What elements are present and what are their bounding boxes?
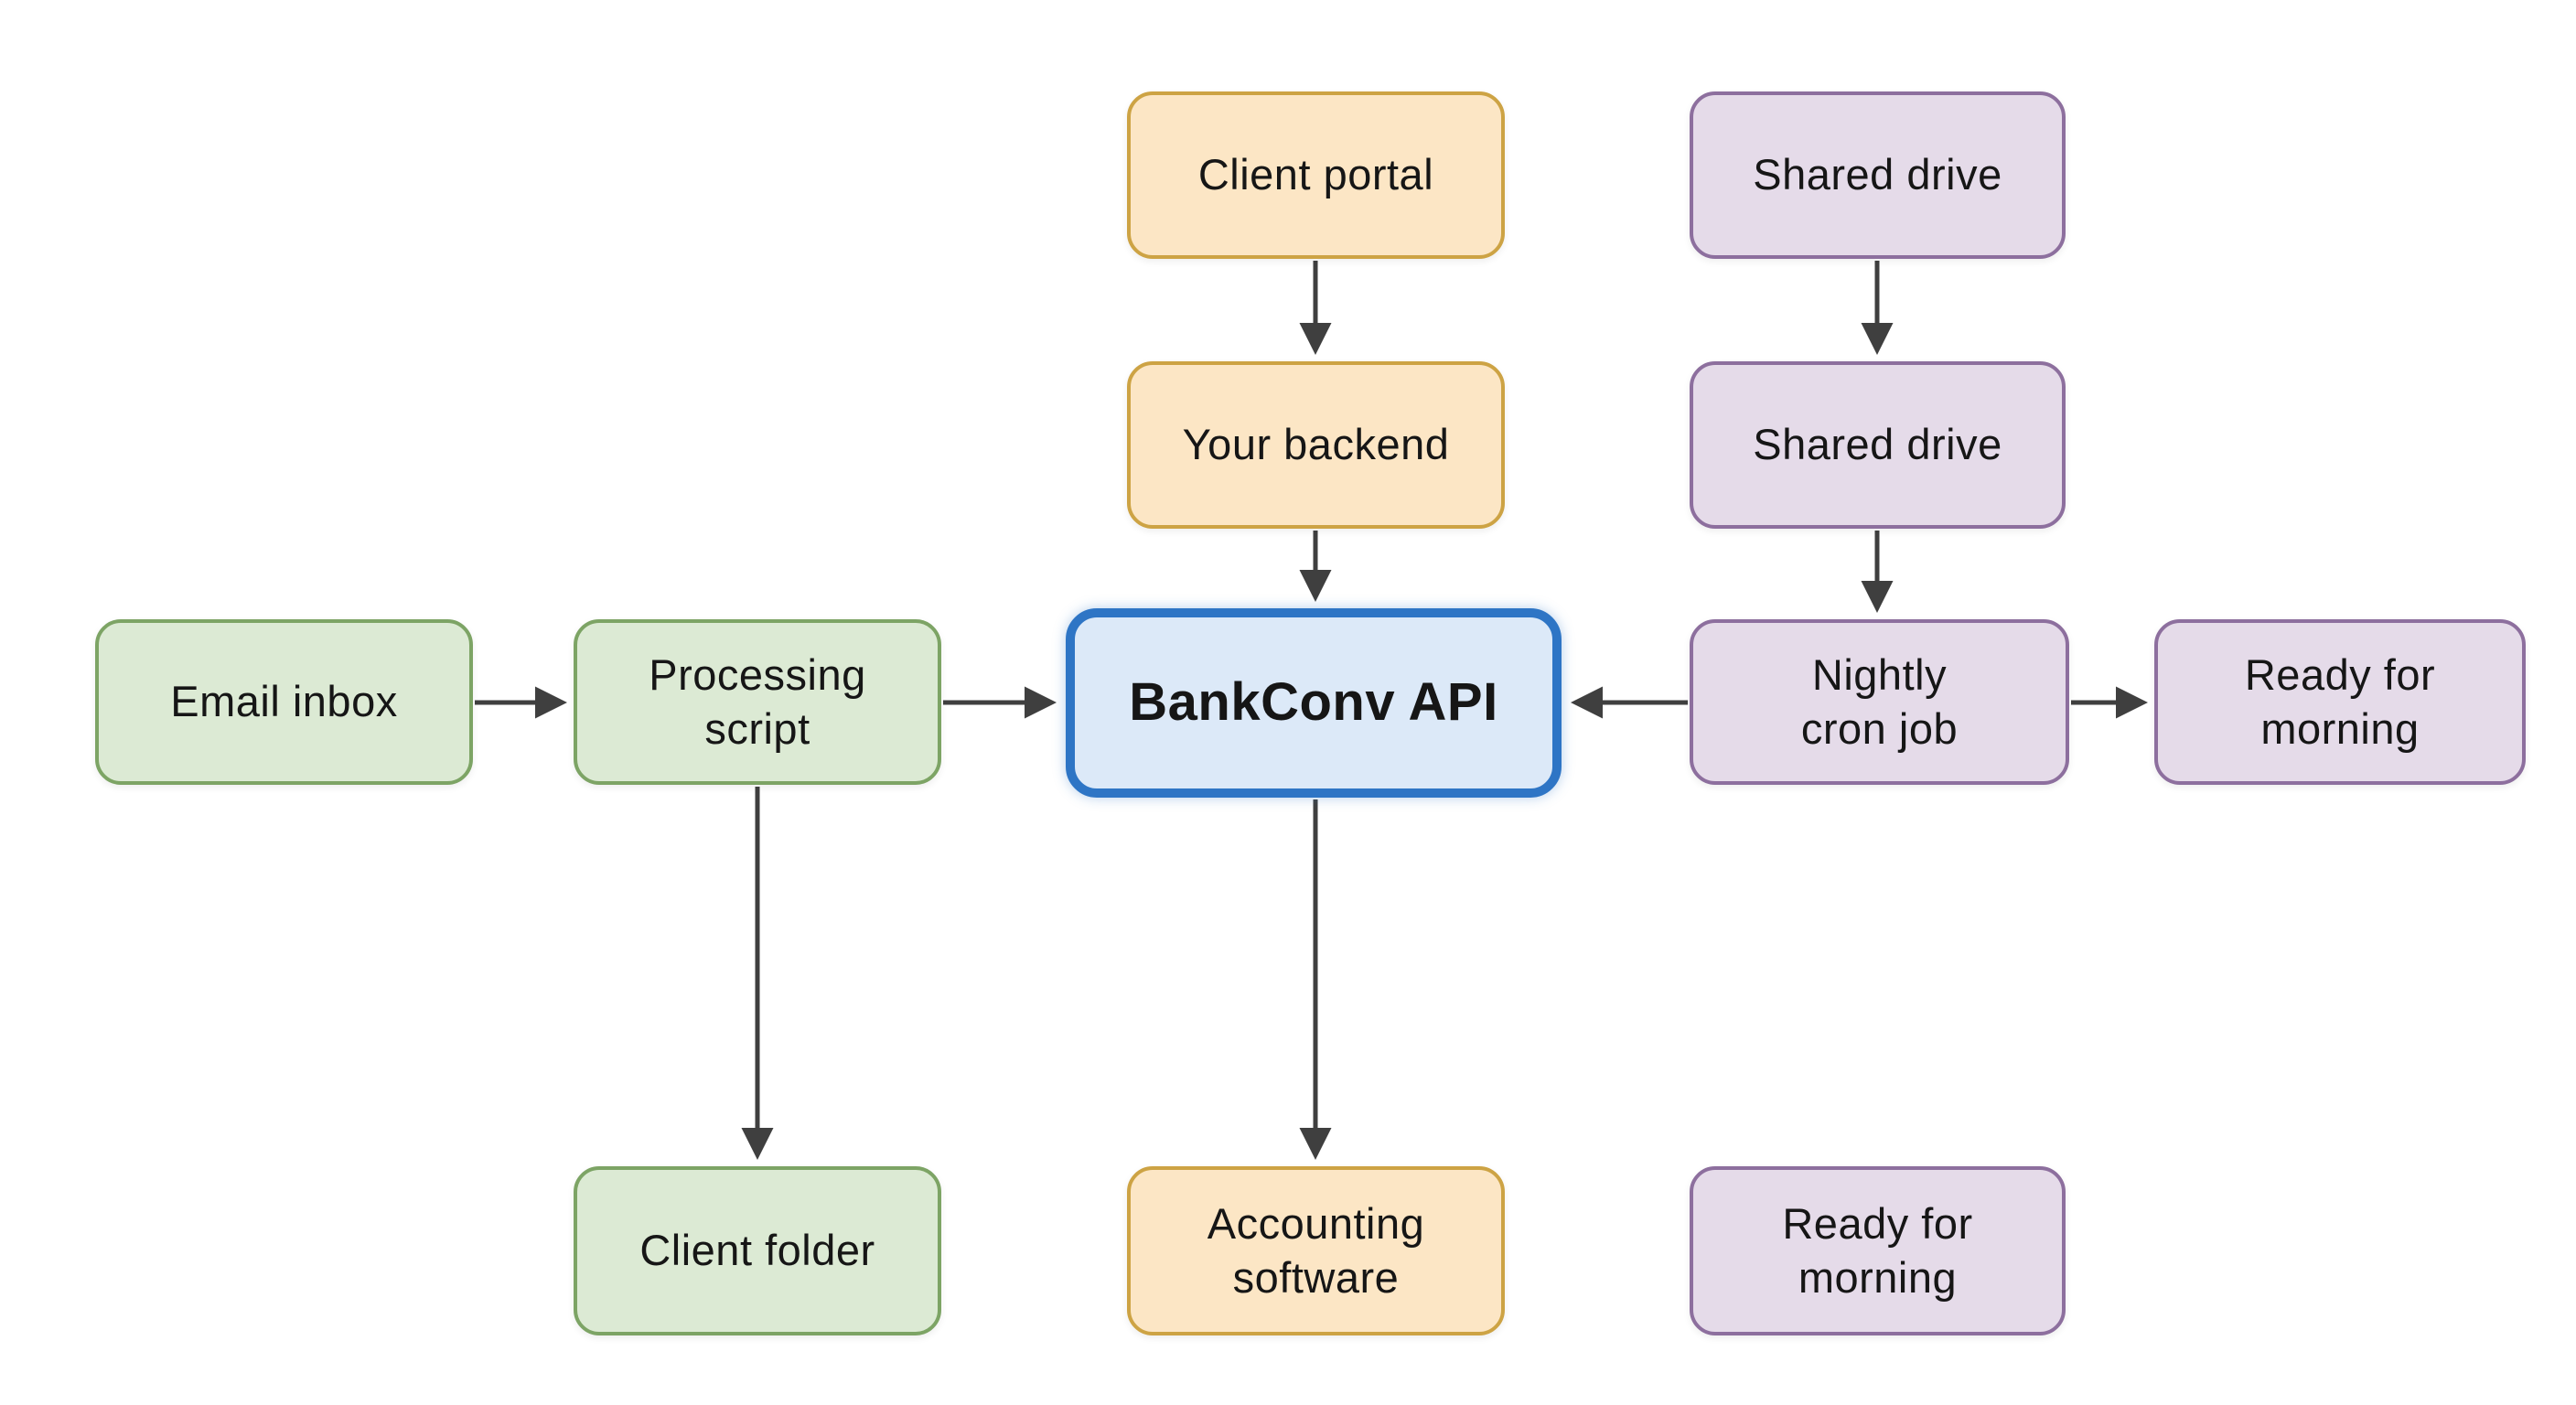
- node-processing-script: Processing script: [574, 619, 941, 785]
- node-ready-for-morning-right: Ready for morning: [2154, 619, 2526, 785]
- node-client-folder: Client folder: [574, 1166, 941, 1335]
- node-email-inbox: Email inbox: [95, 619, 473, 785]
- node-shared-drive-top: Shared drive: [1690, 91, 2066, 259]
- node-client-portal: Client portal: [1127, 91, 1505, 259]
- node-client-portal-label: Client portal: [1197, 150, 1434, 199]
- node-client-folder-label: Client folder: [639, 1226, 875, 1275]
- node-ready-for-morning-bottom: Ready for morning: [1690, 1166, 2066, 1335]
- node-shared-drive-mid: Shared drive: [1690, 361, 2066, 529]
- node-bankconv-api-label: BankConv API: [1129, 672, 1498, 733]
- node-email-inbox-label: Email inbox: [170, 677, 398, 726]
- node-bankconv-api: BankConv API: [1066, 608, 1562, 798]
- node-shared-drive-top-label: Shared drive: [1753, 150, 2002, 199]
- node-shared-drive-mid-label: Shared drive: [1753, 420, 2002, 469]
- node-accounting-software-label: Accounting software: [1207, 1198, 1425, 1302]
- node-nightly-cron-job-label: Nightly cron job: [1800, 649, 1959, 753]
- node-nightly-cron-job: Nightly cron job: [1690, 619, 2069, 785]
- node-your-backend-label: Your backend: [1182, 420, 1450, 469]
- node-ready-for-morning-right-label: Ready for morning: [2244, 649, 2436, 753]
- node-your-backend: Your backend: [1127, 361, 1505, 529]
- node-ready-for-morning-bottom-label: Ready for morning: [1782, 1198, 1973, 1302]
- node-processing-script-label: Processing script: [649, 649, 866, 753]
- node-accounting-software: Accounting software: [1127, 1166, 1505, 1335]
